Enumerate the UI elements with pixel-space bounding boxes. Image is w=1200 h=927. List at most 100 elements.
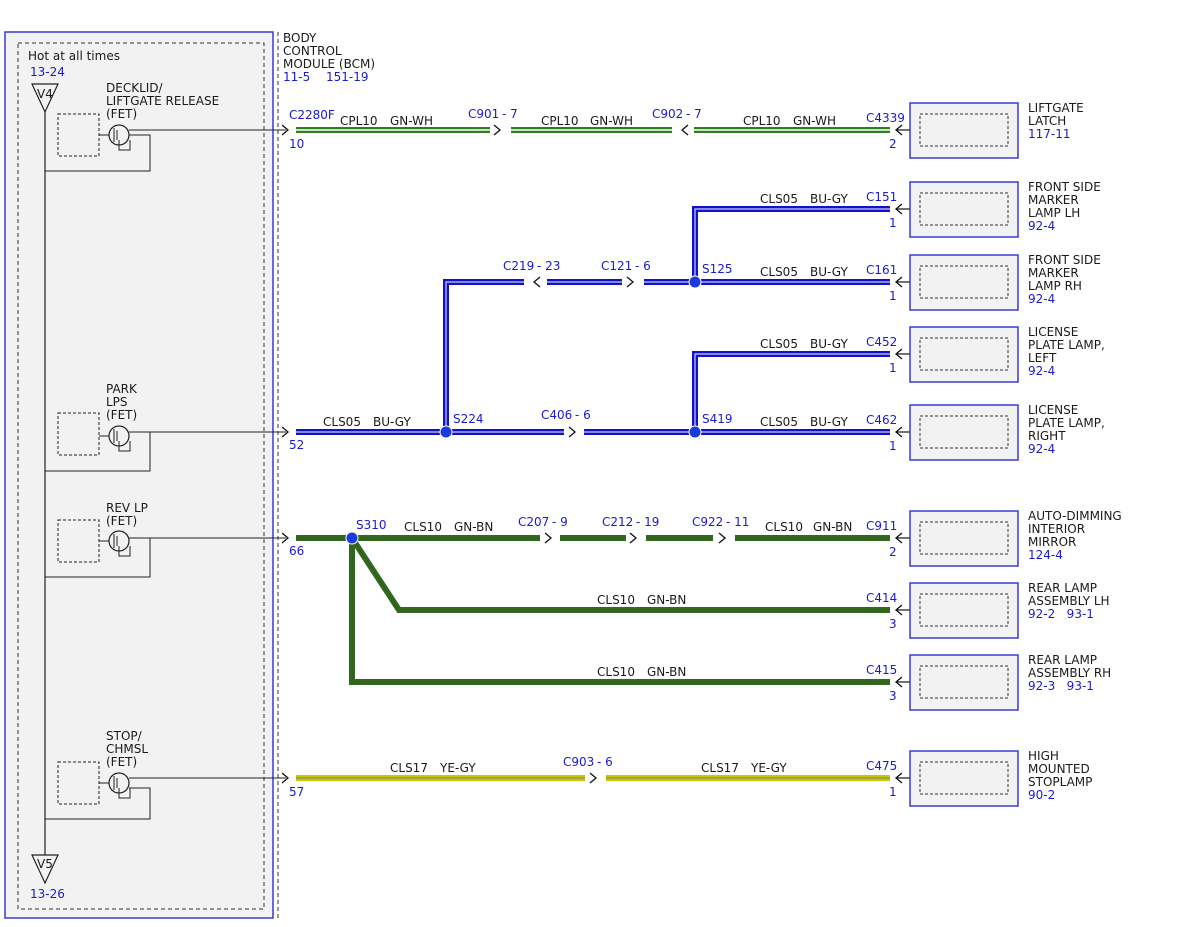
bcm-ref-1: 11-5	[283, 70, 310, 84]
w-c415-color: GN-BN	[647, 665, 686, 679]
splice-s310-label: S310	[356, 518, 387, 532]
component-name-line: ASSEMBLY RH	[1028, 666, 1111, 680]
chevron-c212	[629, 532, 638, 544]
v5-ref: 13-26	[30, 887, 65, 901]
w-rev-circuit: CLS10	[404, 520, 442, 534]
wires	[296, 127, 890, 781]
splices	[345, 275, 702, 545]
component-connector-label: C151	[866, 190, 897, 204]
w-c462-circuit: CLS05	[760, 415, 798, 429]
c207-name: C207	[518, 515, 549, 529]
component-box	[909, 750, 1019, 807]
v5-supply-symbol: V5	[31, 854, 59, 885]
wire-circuit-labels: CPL10 GN-WH CPL10 GN-WH CPL10 GN-WH CLS0…	[323, 114, 852, 775]
component-connector-label: C462	[866, 413, 897, 427]
component-box	[909, 254, 1019, 311]
w-park-circuit: CLS05	[323, 415, 361, 429]
bcm-title-line-3: MODULE (BCM)	[283, 57, 375, 71]
chevron-bcm-4	[281, 772, 290, 784]
bcm-pin-10: 10	[289, 137, 304, 151]
c121-pin: - 6	[635, 259, 651, 273]
v4-label: V4	[37, 87, 53, 101]
fet-rev-lp: REV LP (FET)	[45, 501, 151, 578]
component-name-line: AUTO-DIMMING	[1028, 509, 1122, 523]
component-pin-label: 3	[889, 617, 897, 631]
c207-pin: - 9	[552, 515, 568, 529]
component-connector-label: C452	[866, 335, 897, 349]
component-box	[909, 654, 1019, 711]
bcm-pin-66: 66	[289, 544, 304, 558]
splice-s224-dot	[439, 425, 453, 439]
w-stop-b-color: YE-GY	[750, 761, 787, 775]
component-box	[909, 582, 1019, 639]
fet-2-label-line-1: PARK	[106, 382, 138, 396]
fet-2-dashed-box	[57, 412, 100, 456]
component-name-line: REAR LAMP	[1028, 653, 1097, 667]
component-name-line: HIGH	[1028, 749, 1059, 763]
component-lead-lines	[896, 129, 910, 779]
w-c452-circuit: CLS05	[760, 337, 798, 351]
w-rev-color: GN-BN	[454, 520, 493, 534]
component-ref: 92-4	[1028, 364, 1055, 378]
bcm-connector-pins: C2280F 10 52 66 57	[289, 108, 335, 799]
fet-stop-chmsl: STOP/ CHMSL (FET)	[45, 729, 151, 820]
fet-2-label-line-2: LPS	[106, 395, 128, 409]
component-ref: 92-3 93-1	[1028, 679, 1094, 693]
component-name-line: LAMP LH	[1028, 206, 1080, 220]
component-pin-label: 2	[889, 137, 897, 151]
chevron-c903	[589, 772, 598, 784]
splice-s125-label: S125	[702, 262, 733, 276]
w1b-circuit: CPL10	[541, 114, 579, 128]
component-name-line: REAR LAMP	[1028, 581, 1097, 595]
component-ref: 92-4	[1028, 219, 1055, 233]
bcm-title-line-1: BODY	[283, 31, 317, 45]
wire-cls10-gn-bn	[296, 535, 890, 685]
component-name-line: MARKER	[1028, 193, 1079, 207]
w-stop-b-circuit: CLS17	[701, 761, 739, 775]
bcm-title-line-2: CONTROL	[283, 44, 342, 58]
splice-s310-dot	[345, 531, 359, 545]
component-name-line: MIRROR	[1028, 535, 1076, 549]
w-stop-a-circuit: CLS17	[390, 761, 428, 775]
w-c161-circuit: CLS05	[760, 265, 798, 279]
component-name-line: LICENSE	[1028, 403, 1078, 417]
splice-s419-label: S419	[702, 412, 733, 426]
c406-name: C406	[541, 408, 572, 422]
component-name-line: FRONT SIDE	[1028, 253, 1101, 267]
component-pin-label: 1	[889, 785, 897, 799]
component-name-line: PLATE LAMP,	[1028, 338, 1105, 352]
component-name-line: MOUNTED	[1028, 762, 1090, 776]
fet-4-label-line-3: (FET)	[106, 755, 137, 769]
component-connector-label: C911	[866, 519, 897, 533]
component-ref: 92-4	[1028, 292, 1055, 306]
component-name-line: RIGHT	[1028, 429, 1066, 443]
fet-1-label-line-2: LIFTGATE RELEASE	[106, 94, 219, 108]
bcm-pin-57: 57	[289, 785, 304, 799]
w-c452-color: BU-GY	[810, 337, 848, 351]
component-box	[909, 326, 1019, 383]
chevron-bcm-1	[281, 124, 290, 136]
fet-1-label-line-3: (FET)	[106, 107, 137, 121]
component-ref: 117-11	[1028, 127, 1071, 141]
component-ref: 92-2 93-1	[1028, 607, 1094, 621]
component-name-line: STOPLAMP	[1028, 775, 1092, 789]
bcm-module: BODY CONTROL MODULE (BCM) 11-5 151-19 Ho…	[4, 31, 375, 919]
c903-pin: - 6	[597, 755, 613, 769]
hot-ref: 13-24	[30, 65, 65, 79]
chevron-bcm-3	[281, 532, 290, 544]
c903-name: C903	[563, 755, 594, 769]
component-pin-label: 3	[889, 689, 897, 703]
component-connector-label: C414	[866, 591, 897, 605]
fet-4-label-line-1: STOP/	[106, 729, 143, 743]
bcm-connector-c2280f: C2280F	[289, 108, 335, 122]
c901-name: C901	[468, 107, 499, 121]
component-connector-label: C161	[866, 263, 897, 277]
w-c911-circuit: CLS10	[765, 520, 803, 534]
